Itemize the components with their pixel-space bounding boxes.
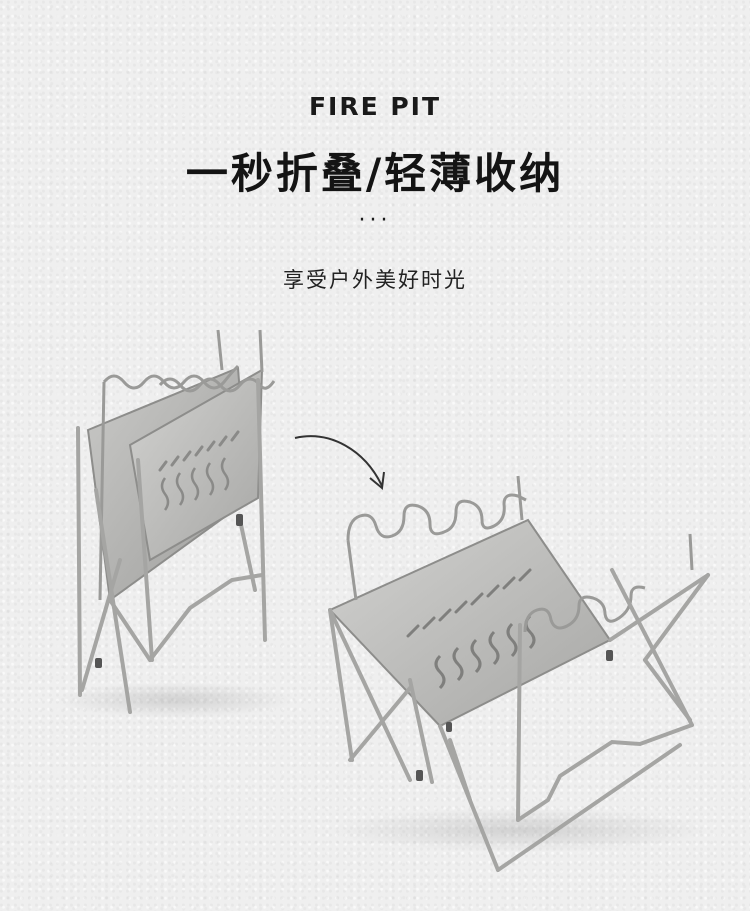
headline: 一秒折叠/轻薄收纳: [185, 149, 565, 198]
subtitle: 享受户外美好时光: [283, 268, 467, 292]
folded-fire-pit-image: [55, 329, 295, 718]
unfolded-fire-pit-image: [328, 475, 710, 872]
ellipsis-divider: ···: [358, 208, 392, 233]
brand-label: FIRE PIT: [308, 92, 442, 121]
curved-arrow-icon: [294, 435, 385, 490]
